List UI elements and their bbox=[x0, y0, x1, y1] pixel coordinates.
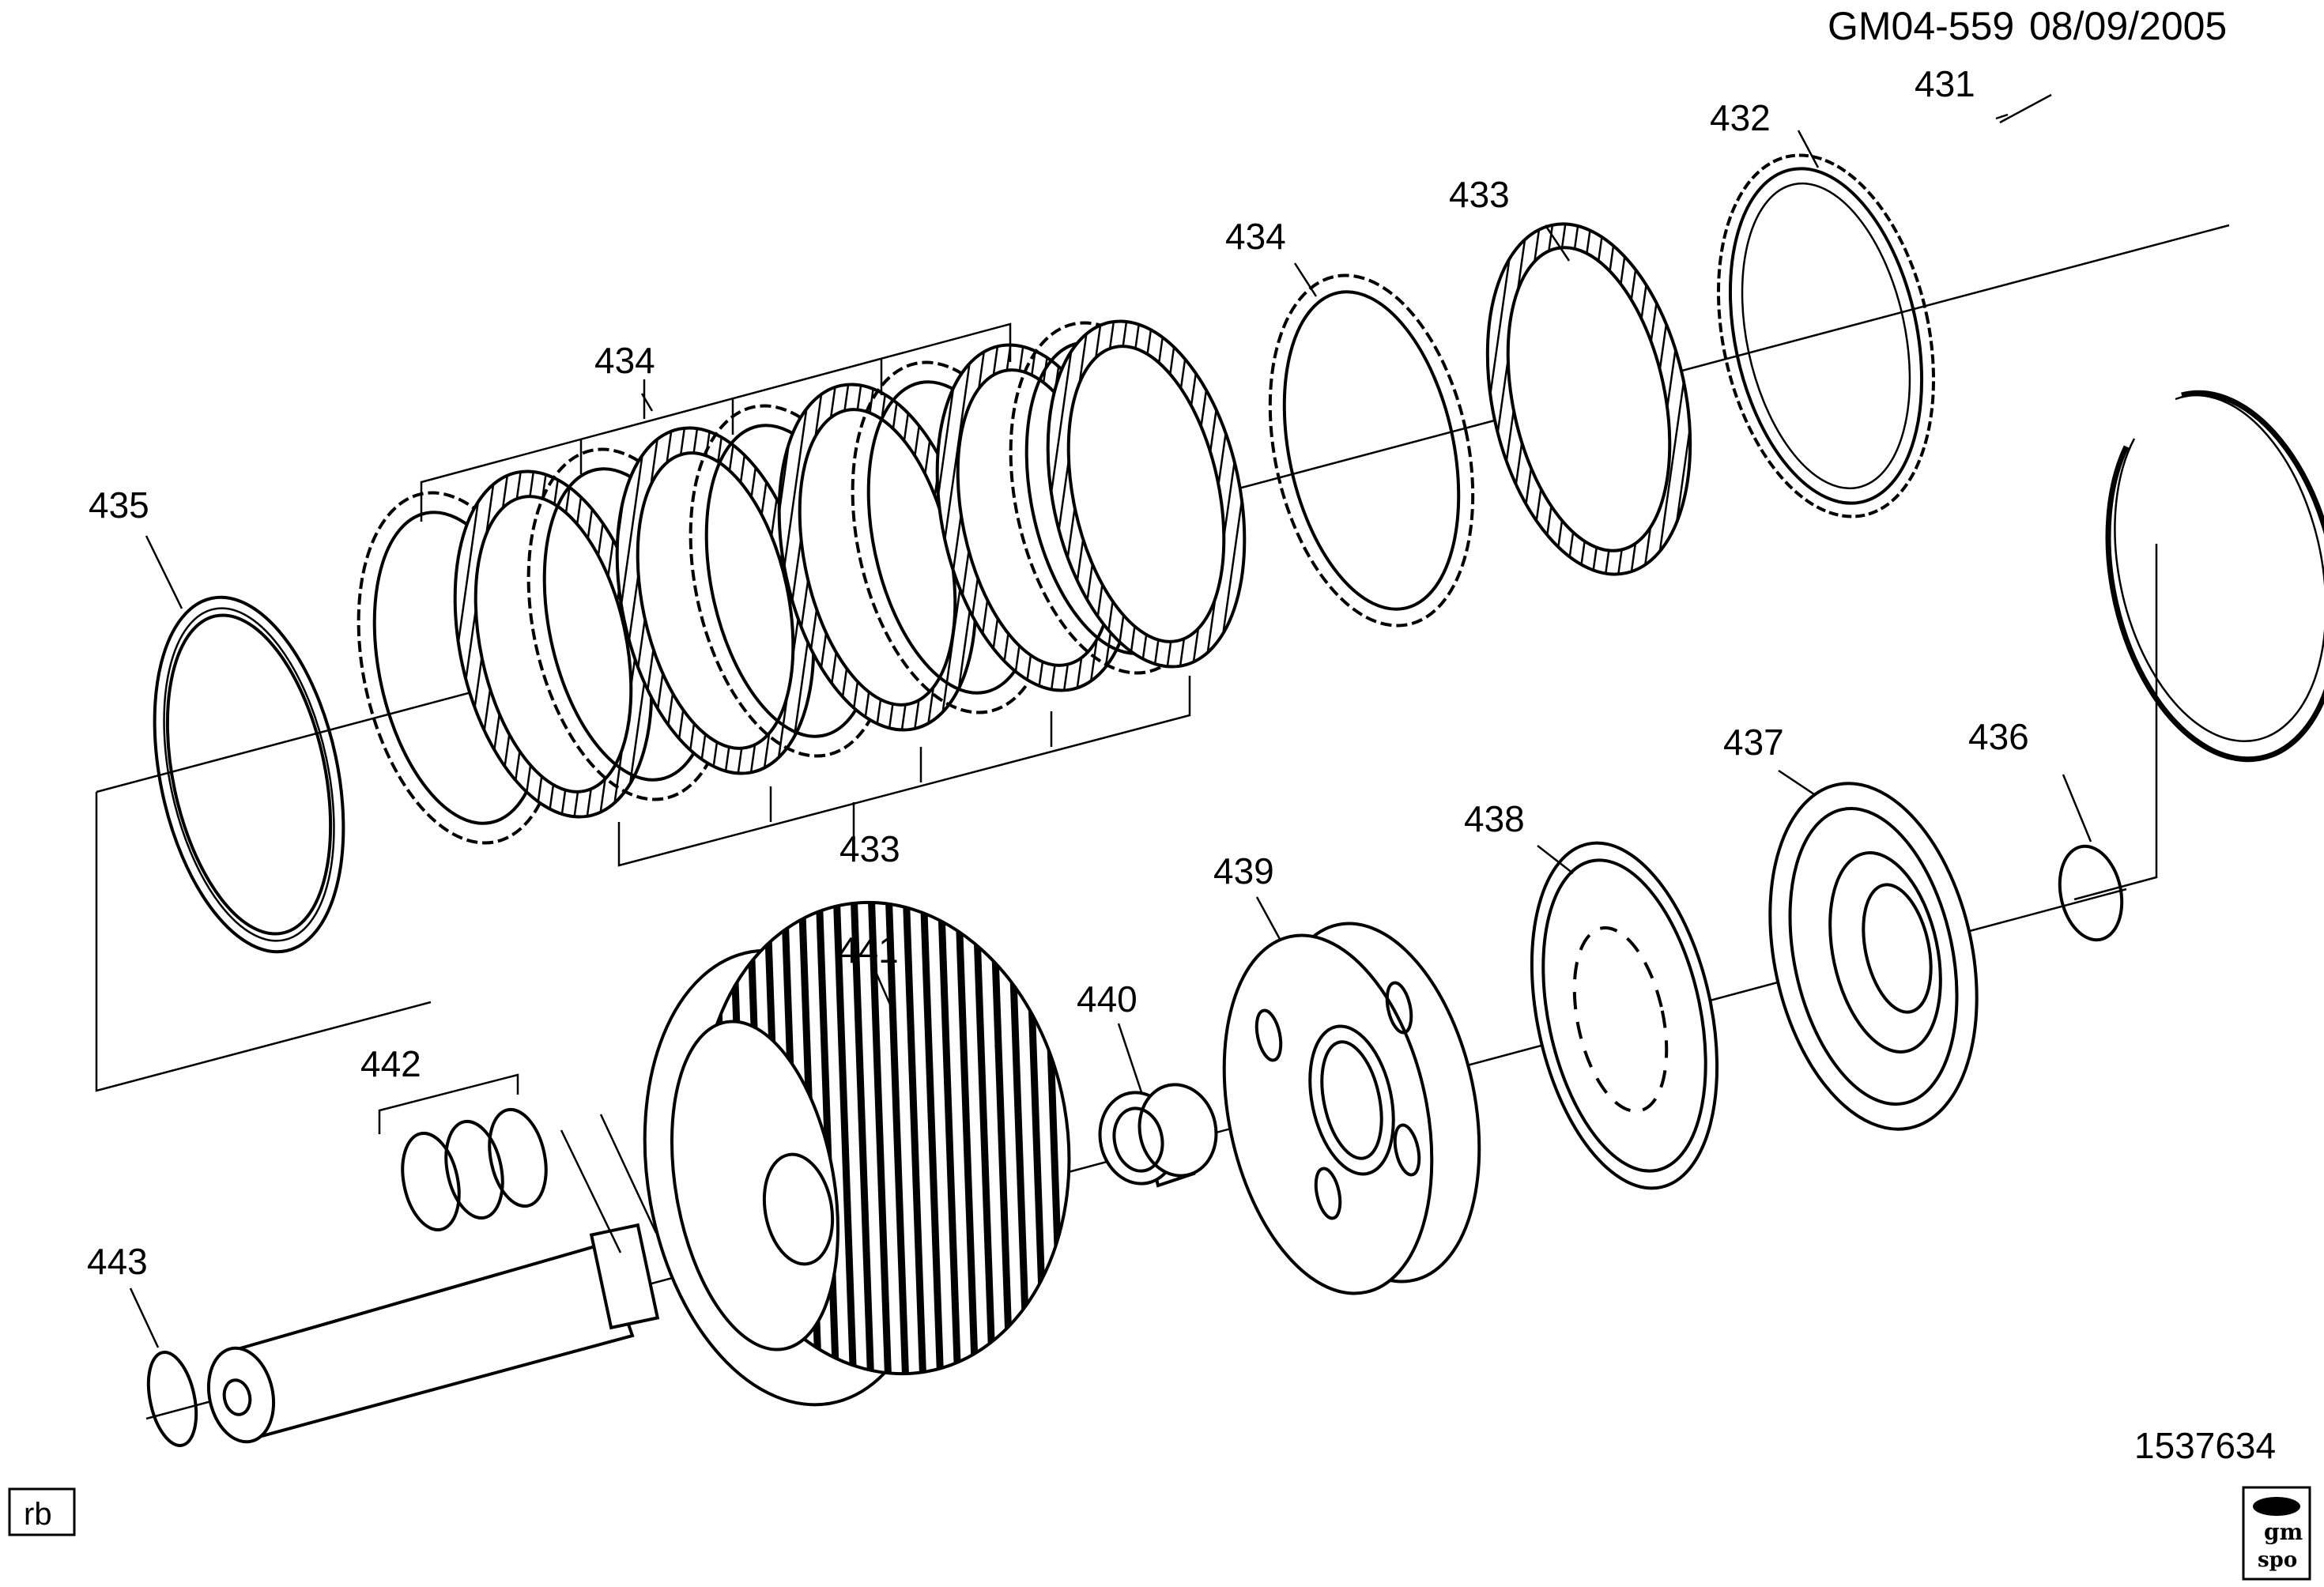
snap-ring-431 bbox=[2105, 390, 2324, 763]
logo-text-bottom: spo bbox=[2258, 1548, 2297, 1572]
steel-plate-434 bbox=[1268, 273, 1475, 628]
illustration-number: 1537634 bbox=[2134, 1425, 2276, 1466]
snap-ring-436 bbox=[2058, 844, 2124, 942]
callout-434-top: 434 bbox=[1225, 216, 1286, 257]
piston-439 bbox=[1222, 922, 1481, 1295]
callout-433-top: 433 bbox=[1449, 174, 1510, 215]
seal-rings-442 bbox=[378, 1073, 548, 1232]
fiber-plate-433 bbox=[1485, 222, 1692, 576]
callout-436: 436 bbox=[1968, 716, 2029, 757]
pressure-plate-435 bbox=[153, 595, 345, 954]
callout-431: 431 bbox=[1915, 63, 1975, 104]
callout-432: 432 bbox=[1710, 97, 1771, 138]
bushing-440 bbox=[1098, 1083, 1218, 1188]
clutch-pack bbox=[357, 319, 1247, 845]
callout-442: 442 bbox=[360, 1043, 421, 1084]
author-initials-box: rb bbox=[8, 1487, 76, 1536]
seal-housing-437 bbox=[1768, 782, 1979, 1131]
callout-443: 443 bbox=[87, 1241, 148, 1282]
connection-frame bbox=[95, 544, 2158, 1092]
callout-440: 440 bbox=[1077, 978, 1137, 1020]
callout-441: 441 bbox=[838, 929, 899, 971]
callout-439: 439 bbox=[1213, 850, 1274, 892]
group-bracket-433 bbox=[617, 676, 1191, 867]
drawing-code: GM04-559 bbox=[1828, 4, 2014, 48]
callout-438: 438 bbox=[1464, 798, 1525, 839]
spring-plate-438 bbox=[1530, 841, 1719, 1190]
callout-434-group: 434 bbox=[594, 340, 655, 381]
author-initials: rb bbox=[24, 1497, 52, 1532]
callout-437: 437 bbox=[1723, 722, 1784, 763]
group-bracket-434 bbox=[420, 322, 1012, 522]
backing-plate-432 bbox=[1716, 153, 1936, 518]
input-shaft-and-drum-441 bbox=[206, 900, 1071, 1444]
callout-433-group: 433 bbox=[839, 828, 900, 869]
logo-text-top: gm bbox=[2264, 1519, 2303, 1545]
gm-spo-logo: gm spo bbox=[2242, 1486, 2311, 1581]
leader-lines bbox=[129, 93, 2092, 1348]
drawing-date: 08/09/2005 bbox=[2029, 4, 2227, 48]
snap-ring-443 bbox=[146, 1351, 198, 1447]
callout-435: 435 bbox=[89, 484, 149, 526]
